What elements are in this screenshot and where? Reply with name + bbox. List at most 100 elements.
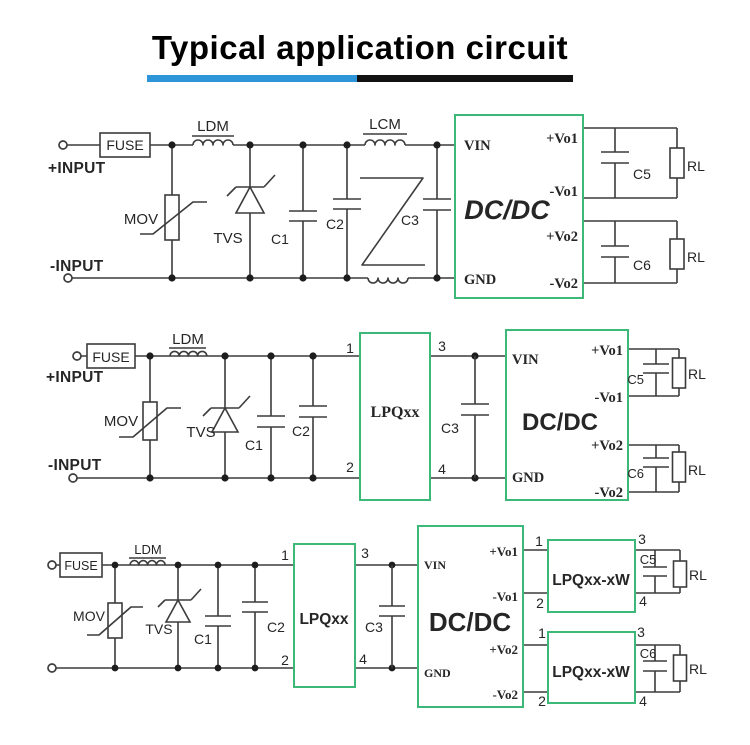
c5-label: C5 [640,552,657,567]
c6-capacitor [643,445,669,492]
title-underline-black [357,75,573,82]
circuit2-junction-dots [146,352,479,482]
dcdc-name: DC/DC [429,607,512,637]
nvo1-pin-label: -Vo1 [595,390,623,406]
c5-label: C5 [633,166,651,182]
circuit1-input-terminals: +INPUT -INPUT [48,140,105,283]
mov-diagonal [140,201,207,235]
header: Typical application circuit [147,29,573,82]
circuit1-cap-c3: C3 [401,145,451,278]
c5-capacitor [601,128,629,198]
circuit1-cap-c2: C2 [326,145,361,278]
pin3-label: 3 [637,624,645,640]
minus-input-terminal [68,473,78,483]
rl-label: RL [687,249,705,265]
circuit1-cap-c1: C1 [271,145,317,278]
pin1-label: 1 [281,547,289,563]
circuit2-mov-varistor: MOV [104,356,181,478]
nvo2-pin-label: -Vo2 [550,276,578,292]
lpq-xw-box [547,631,636,704]
fuse-box [86,343,136,369]
c6-label: C6 [633,257,651,273]
capacitor-symbol [379,565,405,668]
circuit2-wires [77,348,679,493]
circuit2-fuse: FUSE [86,343,136,369]
fuse-box [59,552,103,578]
capacitor-symbol [333,145,361,278]
fuse-label: FUSE [106,137,143,153]
rl-label: RL [688,462,706,478]
c5-capacitor [643,550,667,593]
pin4-label: 4 [438,461,446,477]
pin3-label: 3 [638,531,646,547]
pin3-label: 3 [438,338,446,354]
tvs-triangle [210,406,240,433]
tvs-leads [157,565,202,668]
ldm-label: LDM [172,331,204,348]
choke-core-z [360,177,425,266]
rl-resistor [669,147,685,179]
mov-diagonal [119,407,181,438]
fuse-label: FUSE [64,559,97,573]
circuit1-dcdc-converter: VIN GND DC/DC +Vo1 -Vo1 +Vo2 -Vo2 [454,114,584,299]
tvs-leads [226,145,276,278]
mov-diagonal [87,606,143,636]
rl-resistor [672,560,688,588]
plus-input-terminal [72,351,82,361]
dcdc-box [417,525,524,708]
mov-body [164,194,180,241]
mov-body [142,401,158,441]
dcdc-name: DC/DC [522,409,598,436]
minus-input-terminal [47,663,57,673]
capacitor-symbol [423,145,451,278]
capacitor-symbol [299,356,327,478]
pin2-label: 2 [536,595,544,611]
rl-resistor [671,451,687,483]
c1-label: C1 [245,437,263,453]
rl-resistor [672,654,688,682]
vin-pin-label: VIN [512,352,539,368]
capacitor-symbol [461,356,489,478]
pin2-label: 2 [281,652,289,668]
circuit1-wires [67,127,677,284]
capacitor-symbol [205,565,231,668]
circuit3-junction-dots [111,561,396,672]
circuit3-ldm-inductor: LDM [129,542,166,566]
minus-input-terminal [63,273,73,283]
capacitor-symbol [257,356,285,478]
circuit3-input-terminals [47,560,57,673]
c6-label: C6 [627,466,644,481]
pin2-label: 2 [346,459,354,475]
circuit3-cap-c2: C2 [242,565,285,668]
c1-label: C1 [194,631,212,647]
circuit2-dcdc-converter: VIN GND DC/DC +Vo1 -Vo1 +Vo2 -Vo2 [505,329,629,501]
c5-label: C5 [627,372,644,387]
lpq-box [293,543,356,688]
circuit1-tvs-diode: TVS [213,145,276,278]
circuit1-output1: C5 RL [601,128,705,198]
mov-label: MOV [104,413,138,430]
pin2-label: 2 [538,693,546,709]
title-underline-blue [147,75,357,82]
rl-label: RL [689,661,707,677]
minus-input-label: -INPUT [50,258,104,275]
gnd-pin-label: GND [424,666,451,680]
circuit3-cap-c3: C3 [365,565,405,668]
circuit3-mov-varistor: MOV [73,565,143,668]
module1-name: LPQxx-xW [552,572,630,589]
circuit2-cap-c1: C1 [245,356,285,478]
tvs-triangle [164,598,192,623]
circuit3-module2: LPQxx-xW 1 2 3 4 C6 RL [538,624,707,709]
fuse-box [99,132,151,158]
module2-name: LPQxx-xW [552,664,630,681]
pvo1-pin-label: +Vo1 [546,131,578,147]
nvo1-pin-label: -Vo1 [550,184,578,200]
c6-capacitor [643,645,667,692]
tvs-label: TVS [186,424,215,441]
circuit2-cap-c3: C3 [441,356,489,478]
gnd-pin-label: GND [512,470,544,486]
pin1-label: 1 [538,625,546,641]
c3-label: C3 [401,212,419,228]
